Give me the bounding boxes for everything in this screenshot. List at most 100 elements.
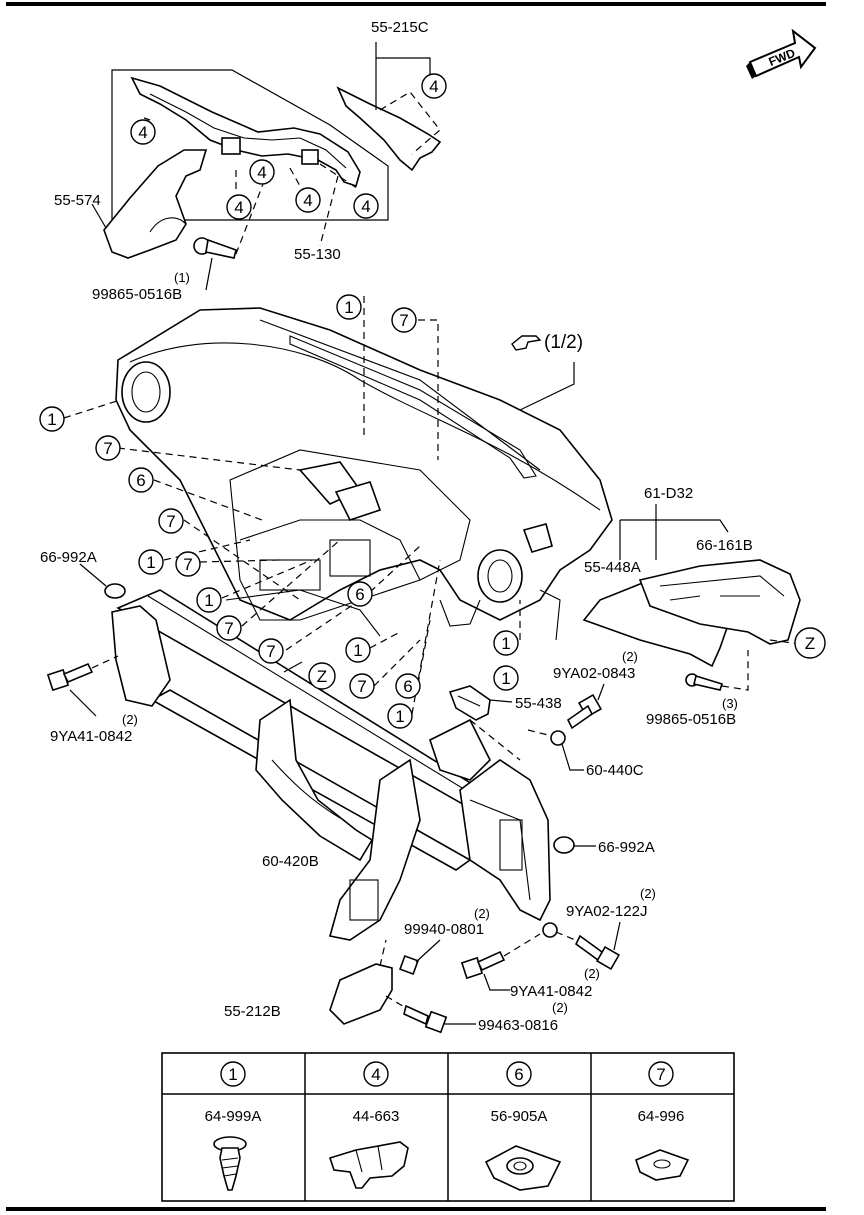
bolt-9YA02-0843 [566, 683, 605, 730]
qty-9YA41-0842-left: (2) [122, 712, 138, 727]
svg-text:1: 1 [395, 707, 404, 726]
nut-60-440C [527, 729, 584, 771]
ref-circle-z: Z [308, 662, 336, 690]
label-55-212B: 55-212B [224, 1003, 281, 1020]
glove-box-assembly [582, 504, 801, 691]
svg-text:7: 7 [224, 619, 233, 638]
svg-text:1: 1 [204, 591, 213, 610]
label-9YA41-0842-bottom: 9YA41-0842 [510, 983, 592, 1000]
label-99865-0516B-right: 99865-0516B [646, 711, 736, 728]
svg-text:4: 4 [361, 197, 370, 216]
ref-circle-7: 7 [391, 307, 417, 333]
legend-part-44-663: 44-663 [353, 1108, 400, 1125]
svg-text:4: 4 [303, 191, 312, 210]
svg-text:4: 4 [257, 163, 266, 182]
qty-99865-0516B-top: (1) [174, 270, 190, 285]
panel-55-130 [130, 76, 361, 188]
label-55-574: 55-574 [54, 192, 101, 209]
grommet-66-992A-right [553, 836, 575, 854]
ref-circle-4: 4 [295, 187, 321, 213]
legend-table: 1 64-999A 4 44-663 6 56-905A [161, 1052, 735, 1202]
ref-circle-6: 6 [347, 581, 373, 607]
label-66-992A-right: 66-992A [598, 839, 655, 856]
qty-99865-0516B-right: (3) [722, 696, 738, 711]
ref-circle-6: 6 [395, 673, 421, 699]
ref-circle-4: 4 [353, 193, 379, 219]
nut-clip-icon [484, 1145, 562, 1191]
label-55-438: 55-438 [515, 695, 562, 712]
qty-9YA41-0842-bottom: (2) [584, 966, 600, 981]
ref-circle-1: 1 [138, 549, 164, 575]
ref-circle-7: 7 [158, 508, 184, 534]
fwd-direction-badge: FWD [746, 28, 817, 79]
svg-text:1: 1 [501, 669, 510, 688]
svg-text:7: 7 [266, 642, 275, 661]
label-55-215C: 55-215C [371, 19, 429, 36]
legend-part-64-999A: 64-999A [205, 1108, 262, 1125]
ref-circle-1: 1 [345, 637, 371, 663]
ref-circle-1: 1 [39, 406, 65, 432]
upper-panel-group [91, 42, 442, 291]
ref-circle-7: 7 [349, 673, 375, 699]
ref-circle-1: 1 [493, 665, 519, 691]
label-9YA41-0842-left: 9YA41-0842 [50, 728, 132, 745]
ref-circle-4: 4 [130, 119, 156, 145]
svg-text:4: 4 [138, 123, 147, 142]
legend-column-4: 4 44-663 [328, 1061, 409, 1189]
label-55-130: 55-130 [294, 246, 341, 263]
ref-circle-1: 1 [387, 703, 413, 729]
svg-text:1: 1 [344, 298, 353, 317]
screw-clip-icon [213, 1136, 247, 1191]
right-round-vent [477, 549, 523, 603]
callout-labels: 55-215C 55-574 55-130 (1) 99865-0516B 61… [40, 19, 753, 1034]
spring-nut-icon [635, 1149, 690, 1181]
label-99940-0801: 99940-0801 [404, 921, 484, 938]
ref-circle-1: 1 [336, 294, 362, 320]
legend-column-7: 7 64-996 [635, 1061, 690, 1181]
ref-circle-z: Z [794, 627, 826, 659]
right-side-bracket [459, 759, 551, 922]
ref-circle-6: 6 [128, 467, 154, 493]
legend-ref-6: 6 [514, 1065, 523, 1084]
svg-text:Z: Z [317, 667, 327, 686]
svg-text:6: 6 [136, 471, 145, 490]
legend-column-1: 1 64-999A [205, 1061, 262, 1191]
label-66-161B: 66-161B [696, 537, 753, 554]
fasteners [46, 563, 621, 1034]
qty-9YA02-122J: (2) [640, 886, 656, 901]
svg-text:1: 1 [501, 634, 510, 653]
label-61-D32: 61-D32 [644, 485, 693, 502]
ref-circle-1: 1 [493, 630, 519, 656]
label-99865-0516B-top: 99865-0516B [92, 286, 182, 303]
glove-box-66-161B [638, 559, 801, 645]
svg-text:6: 6 [355, 585, 364, 604]
svg-text:7: 7 [357, 677, 366, 696]
legend-column-6: 6 56-905A [484, 1061, 562, 1191]
forward-arrow-icon [746, 28, 817, 79]
legend-part-64-996: 64-996 [638, 1108, 685, 1125]
qty-9YA02-0843: (2) [622, 649, 638, 664]
qty-99940-0801: (2) [474, 906, 490, 921]
clip-55-438 [448, 685, 491, 721]
svg-text:1: 1 [353, 641, 362, 660]
ref-circle-4: 4 [249, 159, 275, 185]
legend-ref-1: 1 [228, 1065, 237, 1084]
svg-text:1: 1 [47, 410, 56, 429]
ref-circle-7: 7 [175, 551, 201, 577]
label-60-420B: 60-420B [262, 853, 319, 870]
label-99463-0816: 99463-0816 [478, 1017, 558, 1034]
label-55-448A: 55-448A [584, 559, 641, 576]
legend-ref-7: 7 [656, 1065, 665, 1084]
center-vent-right [334, 481, 382, 521]
circled-references: 4 4 4 4 4 4 1 7 1 7 6 7 1 7 1 7 7 6 1 Z … [39, 73, 826, 729]
svg-text:7: 7 [166, 512, 175, 531]
svg-text:Z: Z [805, 634, 815, 653]
cover-55-574 [103, 149, 208, 259]
bolt-9YA02-122J [542, 921, 621, 971]
legend-part-56-905A: 56-905A [491, 1108, 548, 1125]
label-60-440C: 60-440C [586, 762, 644, 779]
ref-circle-4: 4 [226, 194, 252, 220]
label-66-992A-left: 66-992A [40, 549, 97, 566]
retainer-clip-icon [328, 1141, 409, 1189]
